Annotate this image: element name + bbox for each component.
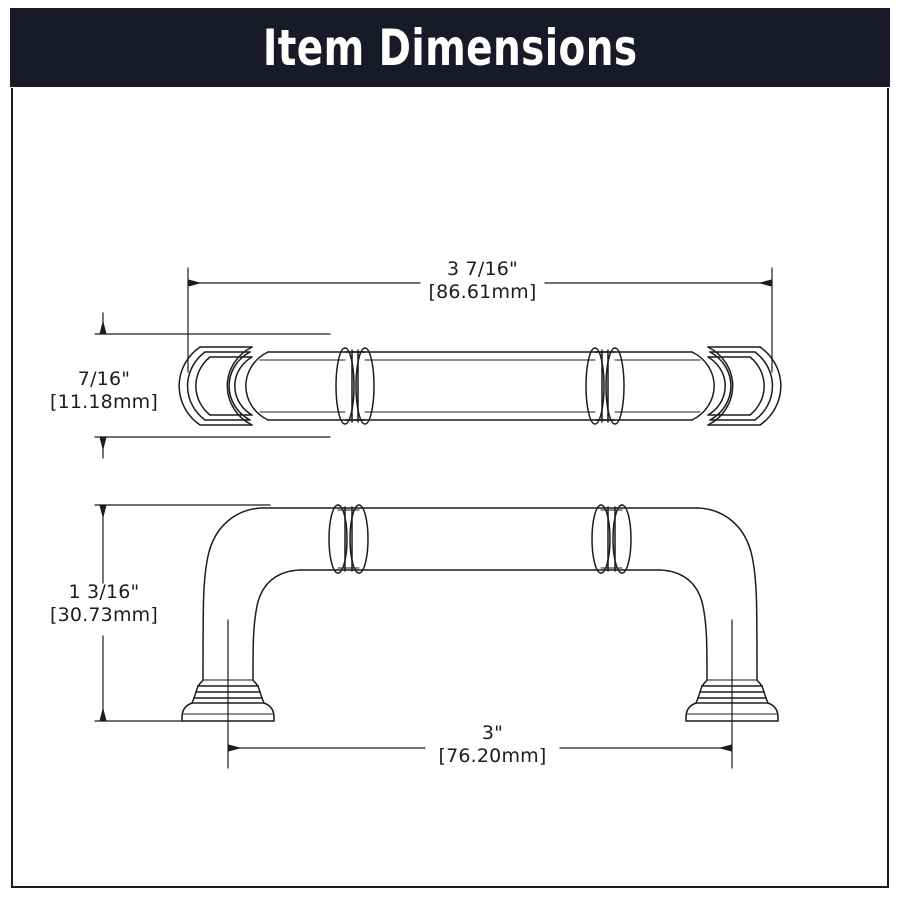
dimension-label-center-to-center: 3" [76.20mm] [415,722,570,768]
dimension-label-overall-length: 3 7/16" [86.61mm] [405,258,560,304]
page-title: Item Dimensions [262,18,638,77]
overall-length-metric: [86.61mm] [428,281,537,304]
top-view-geometry [178,346,782,426]
title-bar: Item Dimensions [10,8,890,87]
overall-length-imperial: 3 7/16" [447,258,518,280]
top-view-dimensions [94,267,773,459]
dimension-label-bar-width: 7/16" [11.18mm] [43,368,165,414]
bar-width-metric: [11.18mm] [49,391,159,414]
drawing-frame-border [11,88,889,888]
projection-height-imperial: 1 3/16" [68,581,140,603]
side-view-dimensions [94,504,733,769]
dimension-label-projection-height: 1 3/16" [30.73mm] [40,581,168,627]
center-to-center-imperial: 3" [481,722,504,744]
side-elevation-geometry [181,504,779,722]
bar-width-imperial: 7/16" [77,368,131,390]
projection-height-metric: [30.73mm] [49,604,159,627]
center-to-center-metric: [76.20mm] [438,745,547,768]
